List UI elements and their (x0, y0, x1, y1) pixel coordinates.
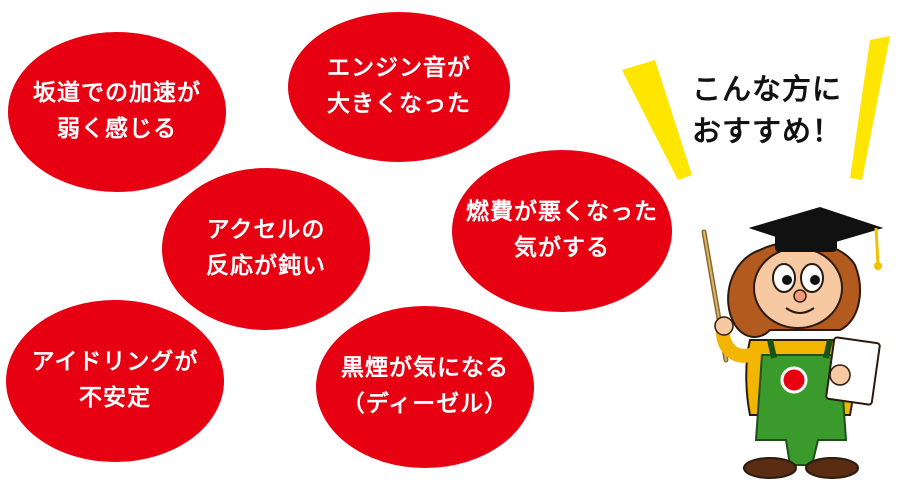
recommendation-headline: こんな方に おすすめ！ (672, 68, 862, 152)
bubble-line: アイドリングが (31, 349, 199, 376)
headline-line: おすすめ！ (691, 114, 842, 149)
symptom-bubble-hill-acceleration: 坂道での加速が 弱く感じる (8, 32, 226, 192)
bubble-line: 弱く感じる (57, 116, 177, 142)
bubble-line: 反応が鈍い (206, 253, 326, 279)
bubble-line: （ディーゼル） (341, 391, 509, 417)
bubble-line: 不安定 (79, 385, 151, 411)
symptom-bubble-engine-noise: エンジン音が 大きくなった (288, 12, 510, 162)
symptom-bubble-black-smoke: 黒煙が気になる （ディーゼル） (316, 306, 534, 468)
symptom-bubble-accelerator-response: アクセルの 反応が鈍い (162, 168, 370, 330)
bubble-line: エンジン音が (327, 55, 471, 82)
professor-mascot-icon (701, 206, 884, 479)
bubble-line: 大きくなった (327, 91, 471, 117)
bubble-line: アクセルの (206, 217, 326, 244)
headline-line: こんな方に (691, 72, 842, 106)
symptom-bubble-fuel-economy: 燃費が悪くなった 気がする (452, 150, 672, 312)
bubble-line: 坂道での加速が (33, 80, 201, 107)
emphasis-rays-icon (622, 36, 890, 180)
bubble-line: 黒煙が気になる (341, 355, 509, 382)
bubble-line: 気がする (514, 235, 610, 261)
bubble-line: 燃費が悪くなった (466, 199, 658, 226)
symptom-bubble-idling: アイドリングが 不安定 (6, 300, 224, 462)
